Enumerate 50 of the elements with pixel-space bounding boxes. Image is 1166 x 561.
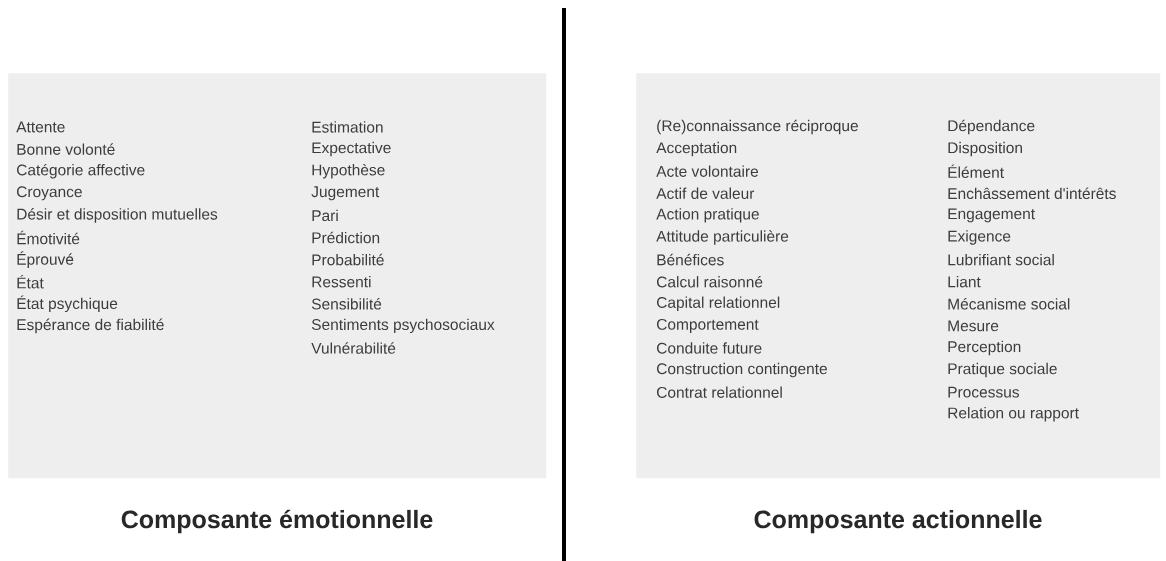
list-item: Sentiments psychosociaux <box>311 318 495 334</box>
list-item: Hypothèse <box>312 163 385 179</box>
list-item: Conduite future <box>657 342 762 354</box>
list-item: Émotivité <box>17 230 80 245</box>
list-item: Mesure <box>948 320 999 332</box>
list-item: Attitude particulière <box>656 230 789 245</box>
list-item: Dépendance <box>948 119 1035 135</box>
list-item: Élément <box>948 164 1004 178</box>
list-item: Probabilité <box>312 253 384 266</box>
list-item: Attente <box>16 121 65 133</box>
list-item: Sensibilité <box>311 298 382 310</box>
list-item: Exigence <box>948 230 1011 245</box>
list-item: Espérance de fiabilité <box>17 318 164 334</box>
list-item: Expectative <box>312 141 391 157</box>
list-item: Contrat relationnel <box>657 386 782 398</box>
list-item: Éprouvé <box>17 251 74 268</box>
list-item: Enchâssement d'intérêts <box>948 187 1116 200</box>
list-item: Catégorie affective <box>17 163 145 179</box>
panel-heading: Composante actionnelle <box>754 509 1042 534</box>
list-item: État psychique <box>17 295 118 313</box>
list-item: Capital relationnel <box>657 296 780 311</box>
list-item: Bonne volonté <box>17 143 115 155</box>
list-item: Lubrifiant social <box>948 253 1054 266</box>
list-item: Construction contingente <box>657 362 827 378</box>
list-item: Relation ou rapport <box>948 407 1079 422</box>
list-item: Comportement <box>657 318 759 333</box>
list-item: Prédiction <box>312 231 380 244</box>
list-item: État <box>17 274 44 289</box>
list-item: Désir et disposition mutuelles <box>17 208 218 223</box>
list-item: Acceptation <box>656 141 737 157</box>
list-item: Actif de valeur <box>656 187 755 199</box>
list-item: Croyance <box>17 186 82 201</box>
list-item: Pari <box>312 209 338 222</box>
list-item: Action pratique <box>656 208 759 223</box>
list-item: Perception <box>948 340 1021 356</box>
list-item: Jugement <box>311 186 380 201</box>
list-item: Engagement <box>948 208 1035 223</box>
list-item: Ressenti <box>312 276 371 288</box>
list-item: Acte volontaire <box>656 165 759 177</box>
list-item: Calcul raisonné <box>657 275 763 288</box>
list-item: Processus <box>948 386 1019 398</box>
list-item: Disposition <box>948 141 1022 157</box>
list-item: Estimation <box>312 121 383 133</box>
list-item: (Re)connaissance réciproque <box>657 119 858 135</box>
list-item: Liant <box>948 276 981 288</box>
panel-heading: Composante émotionnelle <box>121 509 433 534</box>
list-item: Vulnérabilité <box>311 342 396 354</box>
list-item: Mécanisme social <box>948 298 1070 310</box>
list-item: Bénéfices <box>657 253 724 266</box>
list-item: Pratique sociale <box>948 362 1057 378</box>
